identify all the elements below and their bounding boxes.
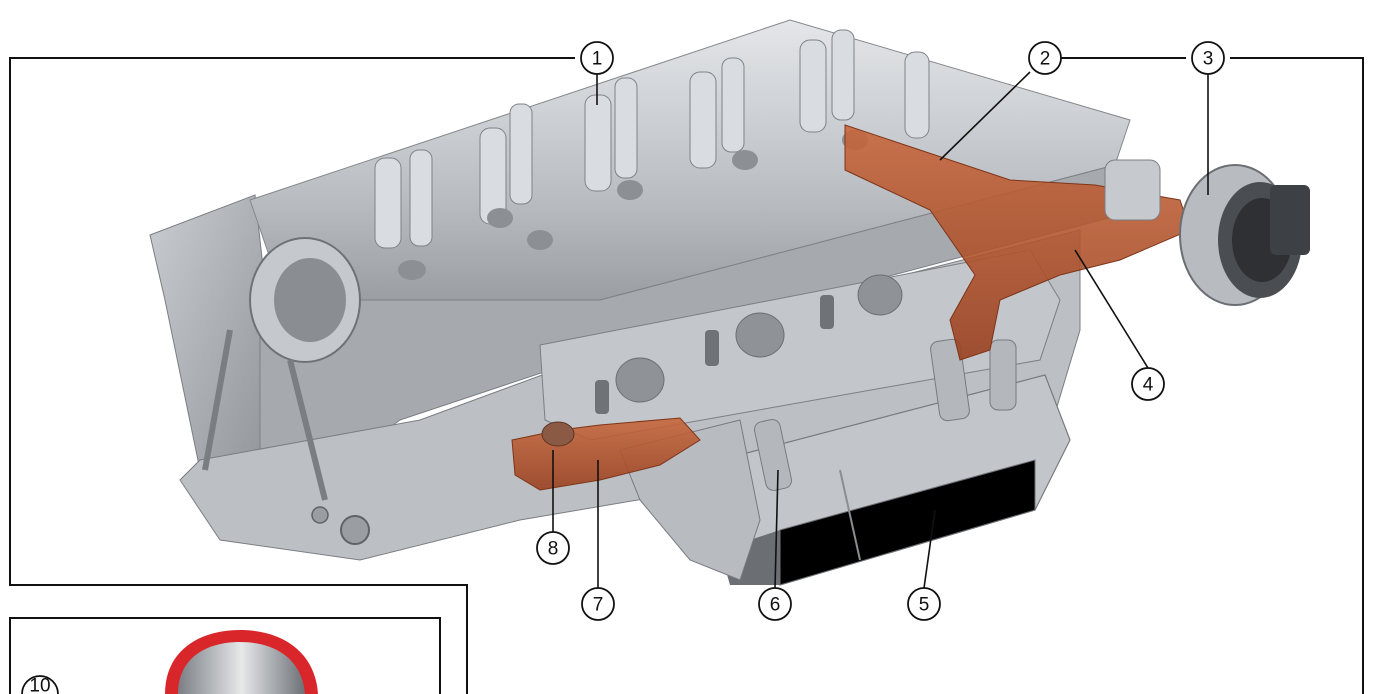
callout-4: 4	[1131, 367, 1165, 401]
callouts: 1 2 3 4 5 6 7 8	[21, 41, 1225, 694]
frame-right	[1230, 57, 1364, 694]
svg-text:4: 4	[1143, 375, 1154, 396]
highlighted-ducts	[511, 124, 1191, 491]
svg-text:2: 2	[1040, 49, 1051, 70]
svg-text:6: 6	[770, 595, 781, 616]
frame-lines	[9, 57, 1364, 694]
valve-towers	[374, 29, 930, 249]
egr-duct-end	[541, 421, 575, 447]
callout-3: 3	[1191, 41, 1225, 75]
throttle-body	[1104, 159, 1310, 306]
callout-1: 1	[580, 41, 614, 75]
callout-6: 6	[758, 587, 792, 621]
svg-text:3: 3	[1203, 49, 1214, 70]
callout-5: 5	[907, 587, 941, 621]
callout-2: 2	[1028, 41, 1062, 75]
cam-bearing-ring	[249, 237, 361, 363]
callout-7: 7	[581, 587, 615, 621]
inset-detail	[165, 630, 318, 694]
svg-text:7: 7	[593, 595, 604, 616]
exhaust-manifold	[539, 249, 1061, 441]
leader-lines	[552, 71, 1209, 589]
svg-text:10: 10	[29, 676, 50, 694]
callout-10: 10	[21, 675, 59, 694]
callout-8: 8	[536, 531, 570, 565]
svg-text:1: 1	[592, 49, 603, 70]
svg-text:5: 5	[919, 595, 930, 616]
inset-frame	[9, 617, 441, 694]
svg-text:8: 8	[548, 539, 559, 560]
egr-pipes	[619, 338, 1017, 581]
main-frame	[9, 57, 575, 694]
